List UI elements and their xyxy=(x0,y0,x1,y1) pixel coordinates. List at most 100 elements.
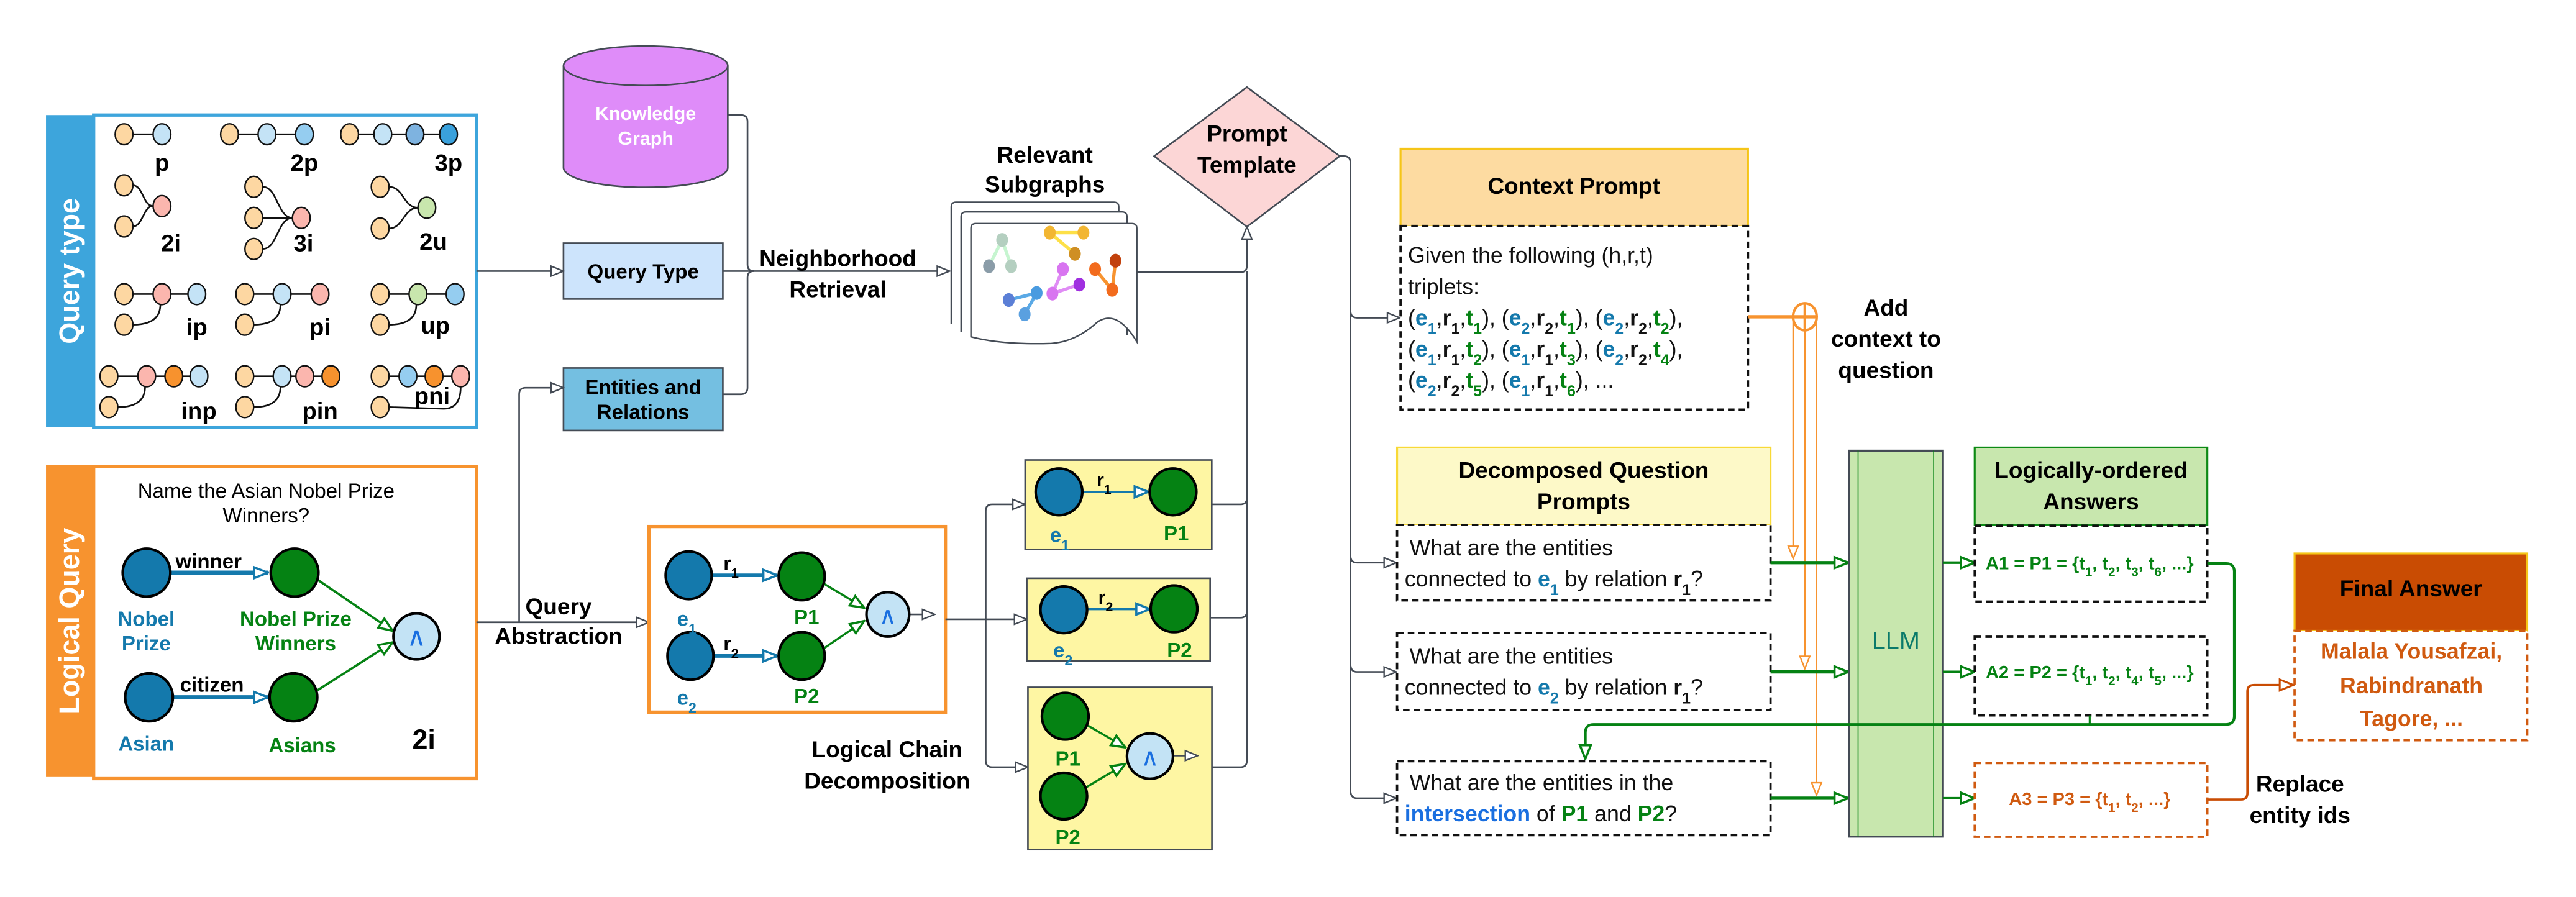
logical-chain-decomposition-label-1: Logical Chain xyxy=(812,736,963,762)
glyph-node xyxy=(398,365,418,388)
connector-template-out xyxy=(1340,155,1351,790)
q3-p1: P1 xyxy=(1561,801,1589,826)
connector-to-context xyxy=(1350,310,1399,318)
abstraction-e2-label: e2 xyxy=(677,686,697,716)
glyph-node xyxy=(189,365,209,388)
relation-citizen-label: citizen xyxy=(180,673,244,696)
glyph-node xyxy=(244,206,263,229)
triplet-relation: r2 xyxy=(1536,306,1553,338)
abstraction-e2-node xyxy=(666,631,715,681)
query-type-label: pni xyxy=(414,383,450,410)
comma: , xyxy=(1459,368,1466,393)
glyph-edge xyxy=(253,386,281,408)
glyph-edge xyxy=(253,304,281,326)
q1-end: ? xyxy=(1691,567,1703,591)
logical-query-type-label: 2i xyxy=(412,724,435,755)
triplet-relation: r2 xyxy=(1630,337,1647,369)
triplet-relation: r1 xyxy=(1536,368,1553,400)
feedback-to-q3-arrow xyxy=(1586,562,2236,759)
glyph-node xyxy=(417,196,437,219)
query-type-label: inp xyxy=(181,398,216,424)
subgraph-node xyxy=(1057,262,1069,276)
step-3-and-node xyxy=(1125,732,1175,780)
glyph-edge xyxy=(262,217,293,250)
replace-entity-ids-label-2: entity ids xyxy=(2250,802,2350,828)
glyph-node xyxy=(295,365,314,388)
step-1-relation-label: r1 xyxy=(1097,470,1112,497)
paren: ), xyxy=(1482,368,1502,393)
add-context-label-2: context to xyxy=(1831,326,1941,352)
comma: , xyxy=(1436,368,1443,393)
logical-chain-decomposition-label-2: Decomposition xyxy=(804,767,970,793)
paren: ( xyxy=(1502,337,1509,362)
abstraction-p2-label: P2 xyxy=(794,685,819,708)
relevant-subgraphs-label-2: Subgraphs xyxy=(985,171,1105,198)
step-3-p2-label: P2 xyxy=(1055,826,1080,849)
comma: , xyxy=(1553,368,1560,393)
triplet-head: e1 xyxy=(1509,368,1530,400)
abstraction-box: ∧ r1 r2 e1 e2 P1 P2 xyxy=(647,524,948,716)
glyph-node xyxy=(272,365,292,388)
triplet-relation: r1 xyxy=(1443,337,1460,369)
step-2-entity-label: e2 xyxy=(1053,639,1072,668)
comma: , xyxy=(1647,306,1653,330)
glyph-node xyxy=(187,283,207,306)
connector-logical-to-entities xyxy=(518,388,564,622)
query-type-2u: 2u xyxy=(370,175,447,255)
triplet-head: e2 xyxy=(1415,368,1436,400)
subgraph-node xyxy=(1073,278,1085,292)
glyph-node xyxy=(310,283,330,306)
glyph-edge xyxy=(132,205,153,227)
subgraph-node xyxy=(1002,293,1015,307)
triplet-relation: r1 xyxy=(1536,337,1553,369)
q1-line-1: What are the entities xyxy=(1410,535,1613,560)
glyph-node xyxy=(152,123,172,146)
intersection-symbol: ∧ xyxy=(407,622,426,651)
query-type-2i: 2i xyxy=(114,174,181,257)
neighborhood-retrieval-label-2: Retrieval xyxy=(789,276,886,303)
glyph-edge xyxy=(132,304,162,326)
triplet-tail: t2 xyxy=(1466,337,1482,369)
query-type-inp: inp xyxy=(99,365,217,424)
glyph-node xyxy=(424,365,444,388)
subgraph-node xyxy=(1109,253,1121,268)
answer-1: A1 = P1 = {t1, t2, t3, t6, ...} xyxy=(1986,553,2194,579)
q1-entity: e1 xyxy=(1538,567,1559,599)
answer-2: A2 = P2 = {t1, t2, t4, t5, ...} xyxy=(1986,663,2194,688)
query-type-pni: pni xyxy=(370,365,470,419)
glyph-node xyxy=(114,123,134,146)
glyph-edge xyxy=(388,186,418,209)
query-type-ip: ip xyxy=(114,283,208,341)
query-type-label: 2i xyxy=(161,230,181,257)
triplet-relation: r1 xyxy=(1443,306,1460,338)
glyph-edge xyxy=(117,386,146,408)
query-abstraction-label-2: Abstraction xyxy=(495,623,623,649)
triplet-row: (e1,r1,t1), (e2,r2,t1), (e2,r2,t2), xyxy=(1408,306,1683,338)
q2-end: ? xyxy=(1691,675,1703,700)
q1-line-2: connected to e1 by relation r1? xyxy=(1405,567,1703,599)
abstraction-p2-node xyxy=(777,631,826,681)
connector-subgraphs-to-template xyxy=(1136,227,1247,273)
query-type-label: ip xyxy=(186,314,208,341)
query-type-sidebar-label: Query type xyxy=(53,198,85,344)
query-type-label: 3p xyxy=(434,150,462,176)
comma: , xyxy=(1624,337,1630,362)
question-2: What are the entities connected to e2 by… xyxy=(1395,632,1772,712)
query-type-up: up xyxy=(370,283,465,339)
paren: ), xyxy=(1669,306,1683,330)
connector-to-q2 xyxy=(1350,663,1396,672)
subgraph-documents-icon xyxy=(950,201,1138,345)
abstraction-p1-node xyxy=(777,551,826,602)
asians-to-and-edge xyxy=(314,642,393,693)
step-3-and-symbol: ∧ xyxy=(1141,744,1159,771)
glyph-edge xyxy=(262,186,293,219)
query-type-label: 3i xyxy=(293,230,313,257)
triplet-tail: t6 xyxy=(1560,368,1576,400)
prompt-template-label-2: Template xyxy=(1197,152,1297,178)
triplet-tail: t1 xyxy=(1466,306,1482,338)
logical-query-sidebar xyxy=(46,465,94,777)
logical-query-question-line-2: Winners? xyxy=(223,504,310,527)
triplet-list: (e1,r1,t1), (e2,r2,t1), (e2,r2,t2),(e1,r… xyxy=(1408,306,1683,400)
answer-3-box xyxy=(1973,762,2209,838)
